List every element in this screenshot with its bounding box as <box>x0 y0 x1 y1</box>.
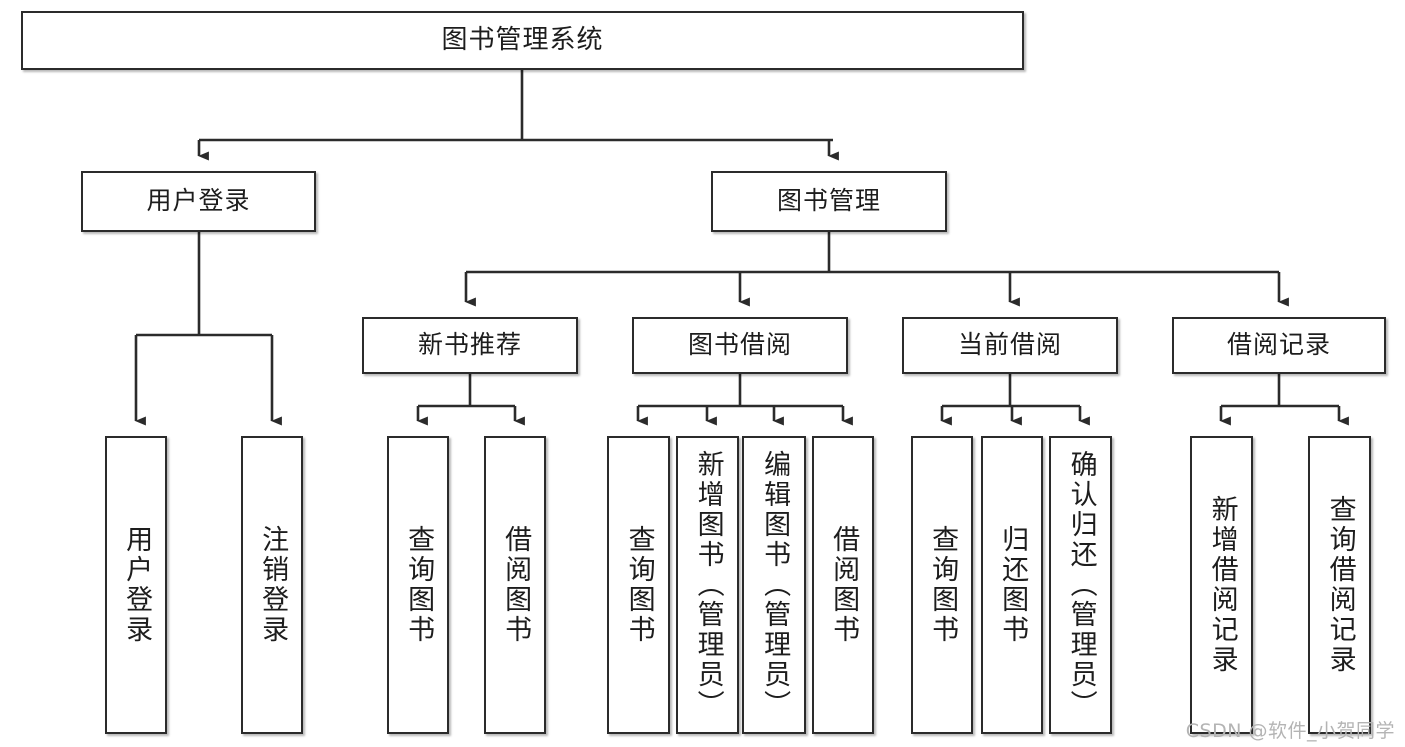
leaf-query-book-label: 查询图书 <box>623 525 655 645</box>
leaf-query-book-current[interactable]: 查询图书 <box>911 436 973 734</box>
leaf-query-book-new-label: 查询图书 <box>403 525 435 645</box>
leaf-borrow-book-new[interactable]: 借阅图书 <box>484 436 546 734</box>
leaf-borrow-book[interactable]: 借阅图书 <box>812 436 874 734</box>
node-book-borrow-label: 图书借阅 <box>687 330 792 360</box>
csdn-watermark: CSDN @软件_小贺同学 <box>1185 720 1395 742</box>
leaf-query-book-new[interactable]: 查询图书 <box>387 436 449 734</box>
leaf-return-book-label: 归还图书 <box>997 525 1029 645</box>
leaf-add-book[interactable]: 新增图书（管理员） <box>676 436 739 734</box>
leaf-add-record[interactable]: 新增借阅记录 <box>1190 436 1253 734</box>
node-book-manage-label: 图书管理 <box>776 186 881 216</box>
leaf-query-record-label: 查询借阅记录 <box>1324 495 1356 675</box>
leaf-edit-book-label: 编辑图书（管理员） <box>759 450 791 720</box>
leaf-borrow-book-new-label: 借阅图书 <box>500 525 532 645</box>
node-borrow-record-label: 借阅记录 <box>1226 330 1331 360</box>
leaf-confirm-return-label: 确认归还（管理员） <box>1065 450 1097 720</box>
leaf-add-record-label: 新增借阅记录 <box>1206 495 1238 675</box>
node-current-borrow[interactable]: 当前借阅 <box>902 317 1118 374</box>
node-new-book-recommend-label: 新书推荐 <box>417 330 522 360</box>
leaf-add-book-label: 新增图书（管理员） <box>692 450 724 720</box>
leaf-user-login[interactable]: 用户登录 <box>105 436 167 734</box>
node-borrow-record[interactable]: 借阅记录 <box>1172 317 1386 374</box>
node-current-borrow-label: 当前借阅 <box>957 330 1062 360</box>
node-root-label: 图书管理系统 <box>441 24 604 55</box>
node-book-manage[interactable]: 图书管理 <box>711 171 947 232</box>
leaf-confirm-return[interactable]: 确认归还（管理员） <box>1049 436 1112 734</box>
node-new-book-recommend[interactable]: 新书推荐 <box>362 317 578 374</box>
leaf-user-logout-label: 注销登录 <box>257 525 289 645</box>
leaf-user-login-label: 用户登录 <box>121 525 153 645</box>
node-user-login[interactable]: 用户登录 <box>81 171 316 232</box>
leaf-query-book[interactable]: 查询图书 <box>607 436 670 734</box>
leaf-return-book[interactable]: 归还图书 <box>981 436 1043 734</box>
leaf-edit-book[interactable]: 编辑图书（管理员） <box>742 436 806 734</box>
node-user-login-label: 用户登录 <box>146 186 251 216</box>
node-root-system[interactable]: 图书管理系统 <box>21 11 1024 70</box>
leaf-borrow-book-label: 借阅图书 <box>828 525 860 645</box>
leaf-user-logout[interactable]: 注销登录 <box>241 436 303 734</box>
leaf-query-book-current-label: 查询图书 <box>927 525 959 645</box>
node-book-borrow[interactable]: 图书借阅 <box>632 317 848 374</box>
leaf-query-record[interactable]: 查询借阅记录 <box>1308 436 1371 734</box>
